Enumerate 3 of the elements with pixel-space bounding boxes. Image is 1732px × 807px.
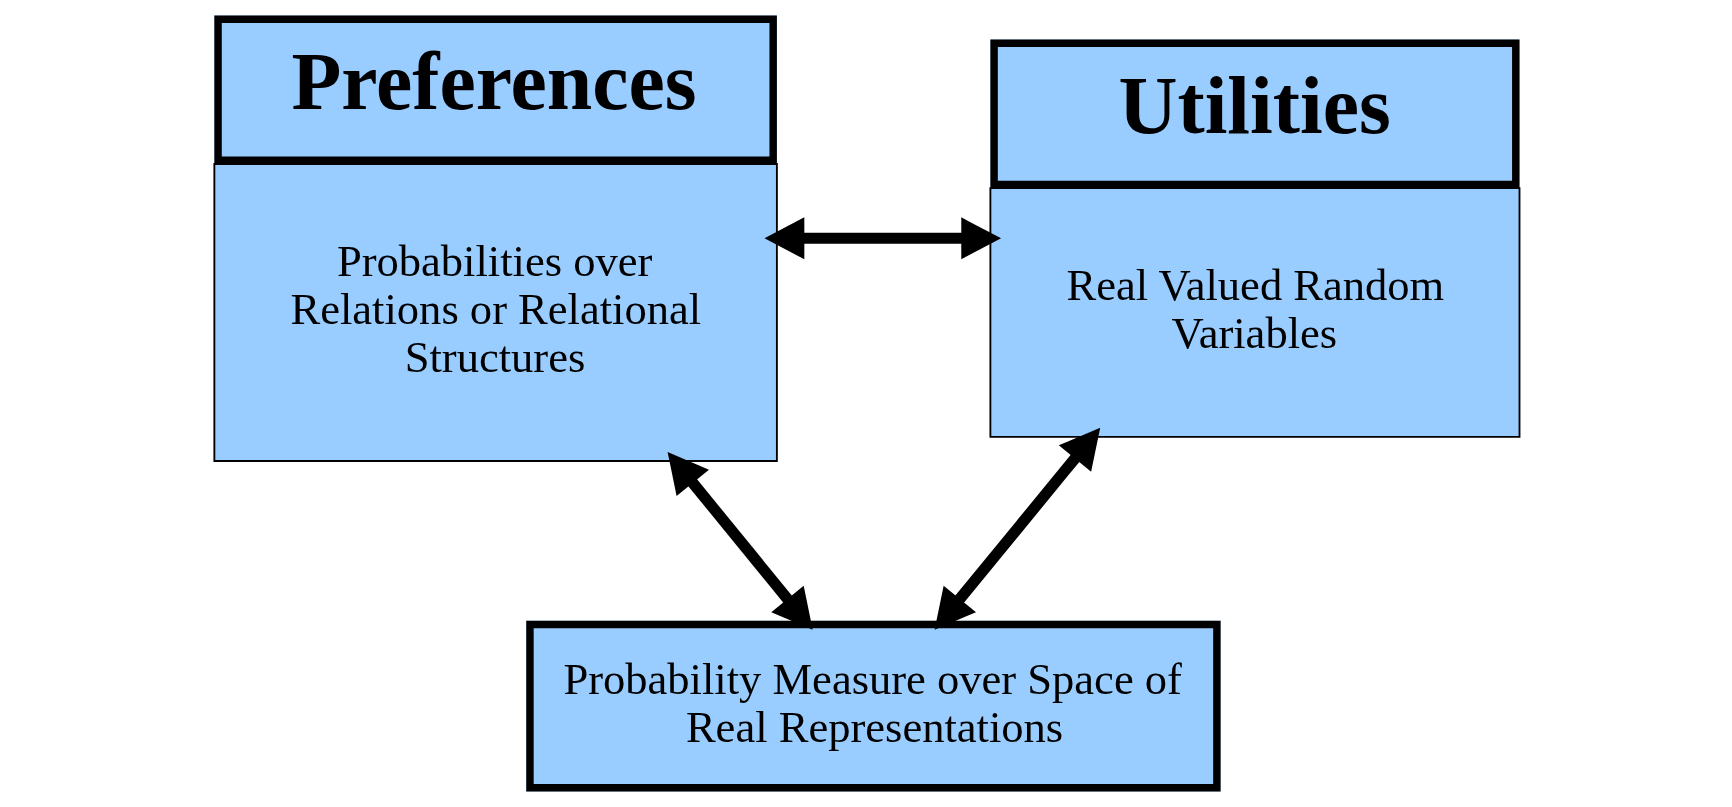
arrow <box>667 452 813 630</box>
arrow <box>764 217 1002 260</box>
arrow <box>934 427 1101 630</box>
